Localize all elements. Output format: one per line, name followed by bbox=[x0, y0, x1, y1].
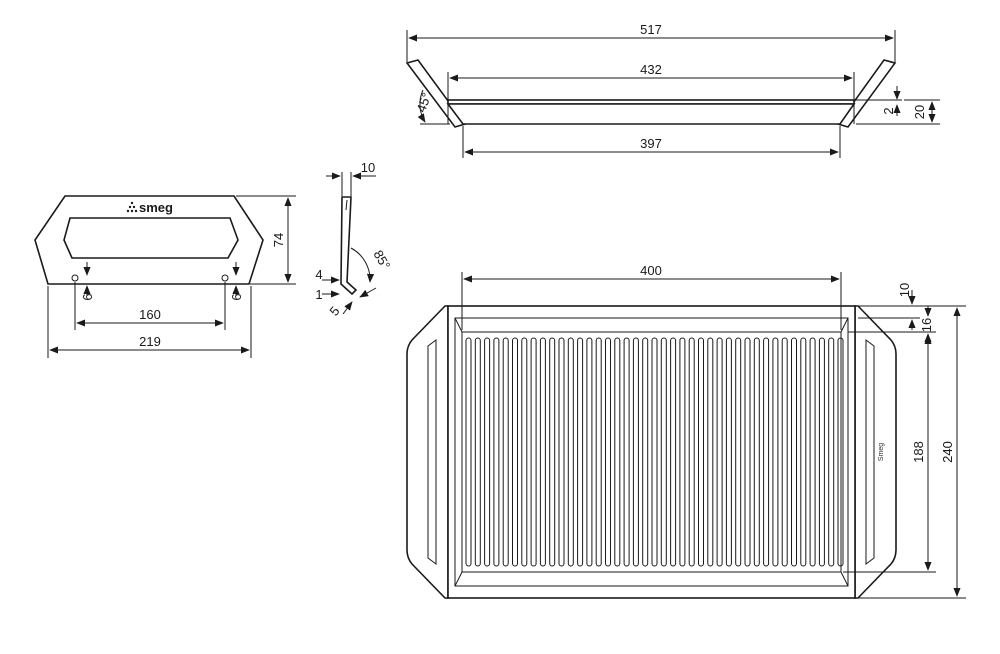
grill-rib bbox=[698, 337, 704, 567]
dim-4: 4 bbox=[315, 267, 340, 284]
grill-rib bbox=[791, 337, 797, 567]
grill-rib bbox=[800, 337, 807, 567]
smeg-logo: smeg bbox=[126, 200, 173, 215]
dim-10-profile: 10 bbox=[326, 160, 376, 196]
grill-rib bbox=[502, 337, 509, 567]
grill-rib bbox=[577, 337, 584, 567]
dim-45deg-label: 45° bbox=[413, 91, 434, 115]
dim-6-right: 6 bbox=[229, 262, 244, 301]
grill-rib bbox=[735, 337, 742, 567]
plan-view: Smeg 400 10 16 188 bbox=[406, 263, 966, 599]
grill-rib bbox=[828, 337, 835, 567]
grill-rib bbox=[725, 337, 732, 567]
grill-rib bbox=[688, 337, 695, 567]
grill-rib bbox=[809, 337, 816, 567]
dim-6-left-label: 6 bbox=[80, 293, 95, 300]
dim-517: 517 bbox=[406, 22, 896, 62]
grill-rib bbox=[474, 337, 481, 567]
grill-rib bbox=[716, 337, 723, 567]
grill-rib bbox=[818, 337, 825, 567]
dim-2-label: 2 bbox=[881, 107, 896, 114]
dim-160: 160 bbox=[74, 282, 226, 330]
grill-rib bbox=[484, 337, 491, 567]
grill-rib bbox=[772, 337, 779, 567]
end-cap-right bbox=[854, 305, 897, 599]
grill-ribs bbox=[465, 337, 844, 567]
grill-rib bbox=[614, 337, 621, 567]
grill-rib bbox=[586, 337, 593, 567]
grill-rib bbox=[623, 337, 630, 567]
dim-188: 188 bbox=[843, 335, 936, 573]
tray-body bbox=[446, 103, 856, 125]
handle-hole-right bbox=[221, 274, 229, 282]
dim-1: 1 bbox=[315, 287, 340, 302]
grill-rib bbox=[595, 337, 602, 567]
dim-6-right-label: 6 bbox=[229, 293, 244, 300]
grill-rib bbox=[493, 337, 500, 567]
dim-432-label: 432 bbox=[640, 62, 662, 77]
dim-10-profile-label: 10 bbox=[361, 160, 375, 175]
grill-rib bbox=[521, 337, 528, 567]
grill-rib bbox=[837, 337, 844, 567]
left-flange bbox=[405, 59, 467, 128]
dim-240-label: 240 bbox=[940, 441, 955, 463]
grill-rib bbox=[605, 337, 611, 567]
grill-rib bbox=[651, 337, 658, 567]
grill-rib bbox=[539, 337, 546, 567]
dim-74: 74 bbox=[236, 195, 296, 285]
dim-400-label: 400 bbox=[640, 263, 662, 278]
handle-cutout bbox=[63, 217, 239, 259]
grill-rib bbox=[660, 337, 667, 567]
side-elevation: 517 432 397 45° 2 bbox=[405, 22, 940, 158]
dim-20-label: 20 bbox=[912, 105, 927, 119]
dim-74-label: 74 bbox=[271, 233, 286, 247]
dim-219: 219 bbox=[47, 286, 252, 358]
grill-rib bbox=[632, 337, 639, 567]
grill-rib bbox=[558, 337, 565, 567]
dim-219-label: 219 bbox=[139, 334, 161, 349]
dim-10-plan: 10 bbox=[858, 283, 920, 330]
dim-85deg-label: 85° bbox=[370, 247, 393, 272]
grill-rib bbox=[679, 337, 686, 567]
grill-rib bbox=[567, 337, 574, 567]
grill-rib bbox=[707, 337, 714, 567]
handle-hole-left bbox=[71, 274, 79, 282]
right-flange bbox=[836, 59, 897, 128]
profile-shape bbox=[340, 196, 358, 296]
grill-rib bbox=[530, 337, 537, 567]
dim-517-label: 517 bbox=[640, 22, 662, 37]
dim-240: 240 bbox=[858, 305, 966, 599]
dim-45deg: 45° bbox=[413, 89, 450, 125]
engraving-text: Smeg bbox=[878, 443, 885, 461]
dim-20: 20 bbox=[856, 99, 940, 125]
grill-rib bbox=[753, 337, 760, 567]
dim-4-label: 4 bbox=[315, 267, 322, 282]
smeg-logo-text: smeg bbox=[139, 200, 173, 215]
grill-rib bbox=[465, 337, 472, 567]
grill-rib bbox=[670, 337, 677, 567]
handle-profile: 10 85° 4 1 5 bbox=[315, 160, 393, 319]
dim-5-label: 5 bbox=[326, 304, 342, 319]
dim-6-left: 6 bbox=[80, 262, 95, 301]
grill-rib bbox=[744, 337, 751, 567]
dim-397-label: 397 bbox=[640, 136, 662, 151]
grill-rib bbox=[512, 337, 518, 567]
dim-1-label: 1 bbox=[315, 287, 322, 302]
handle-view: smeg 74 6 6 160 bbox=[34, 195, 296, 358]
dim-10-plan-label: 10 bbox=[897, 283, 912, 297]
grill-rib bbox=[642, 337, 649, 567]
dim-16-label: 16 bbox=[919, 318, 934, 332]
dim-2: 2 bbox=[856, 86, 902, 116]
grill-rib bbox=[549, 337, 556, 567]
grill-rib bbox=[781, 337, 788, 567]
dim-85deg: 85° bbox=[350, 247, 393, 283]
dim-432: 432 bbox=[447, 62, 855, 100]
dim-397: 397 bbox=[462, 126, 841, 158]
dot-grid-icon bbox=[126, 201, 138, 213]
grill-rib bbox=[763, 337, 770, 567]
dim-160-label: 160 bbox=[139, 307, 161, 322]
dim-400: 400 bbox=[461, 263, 842, 330]
dim-188-label: 188 bbox=[911, 441, 926, 463]
